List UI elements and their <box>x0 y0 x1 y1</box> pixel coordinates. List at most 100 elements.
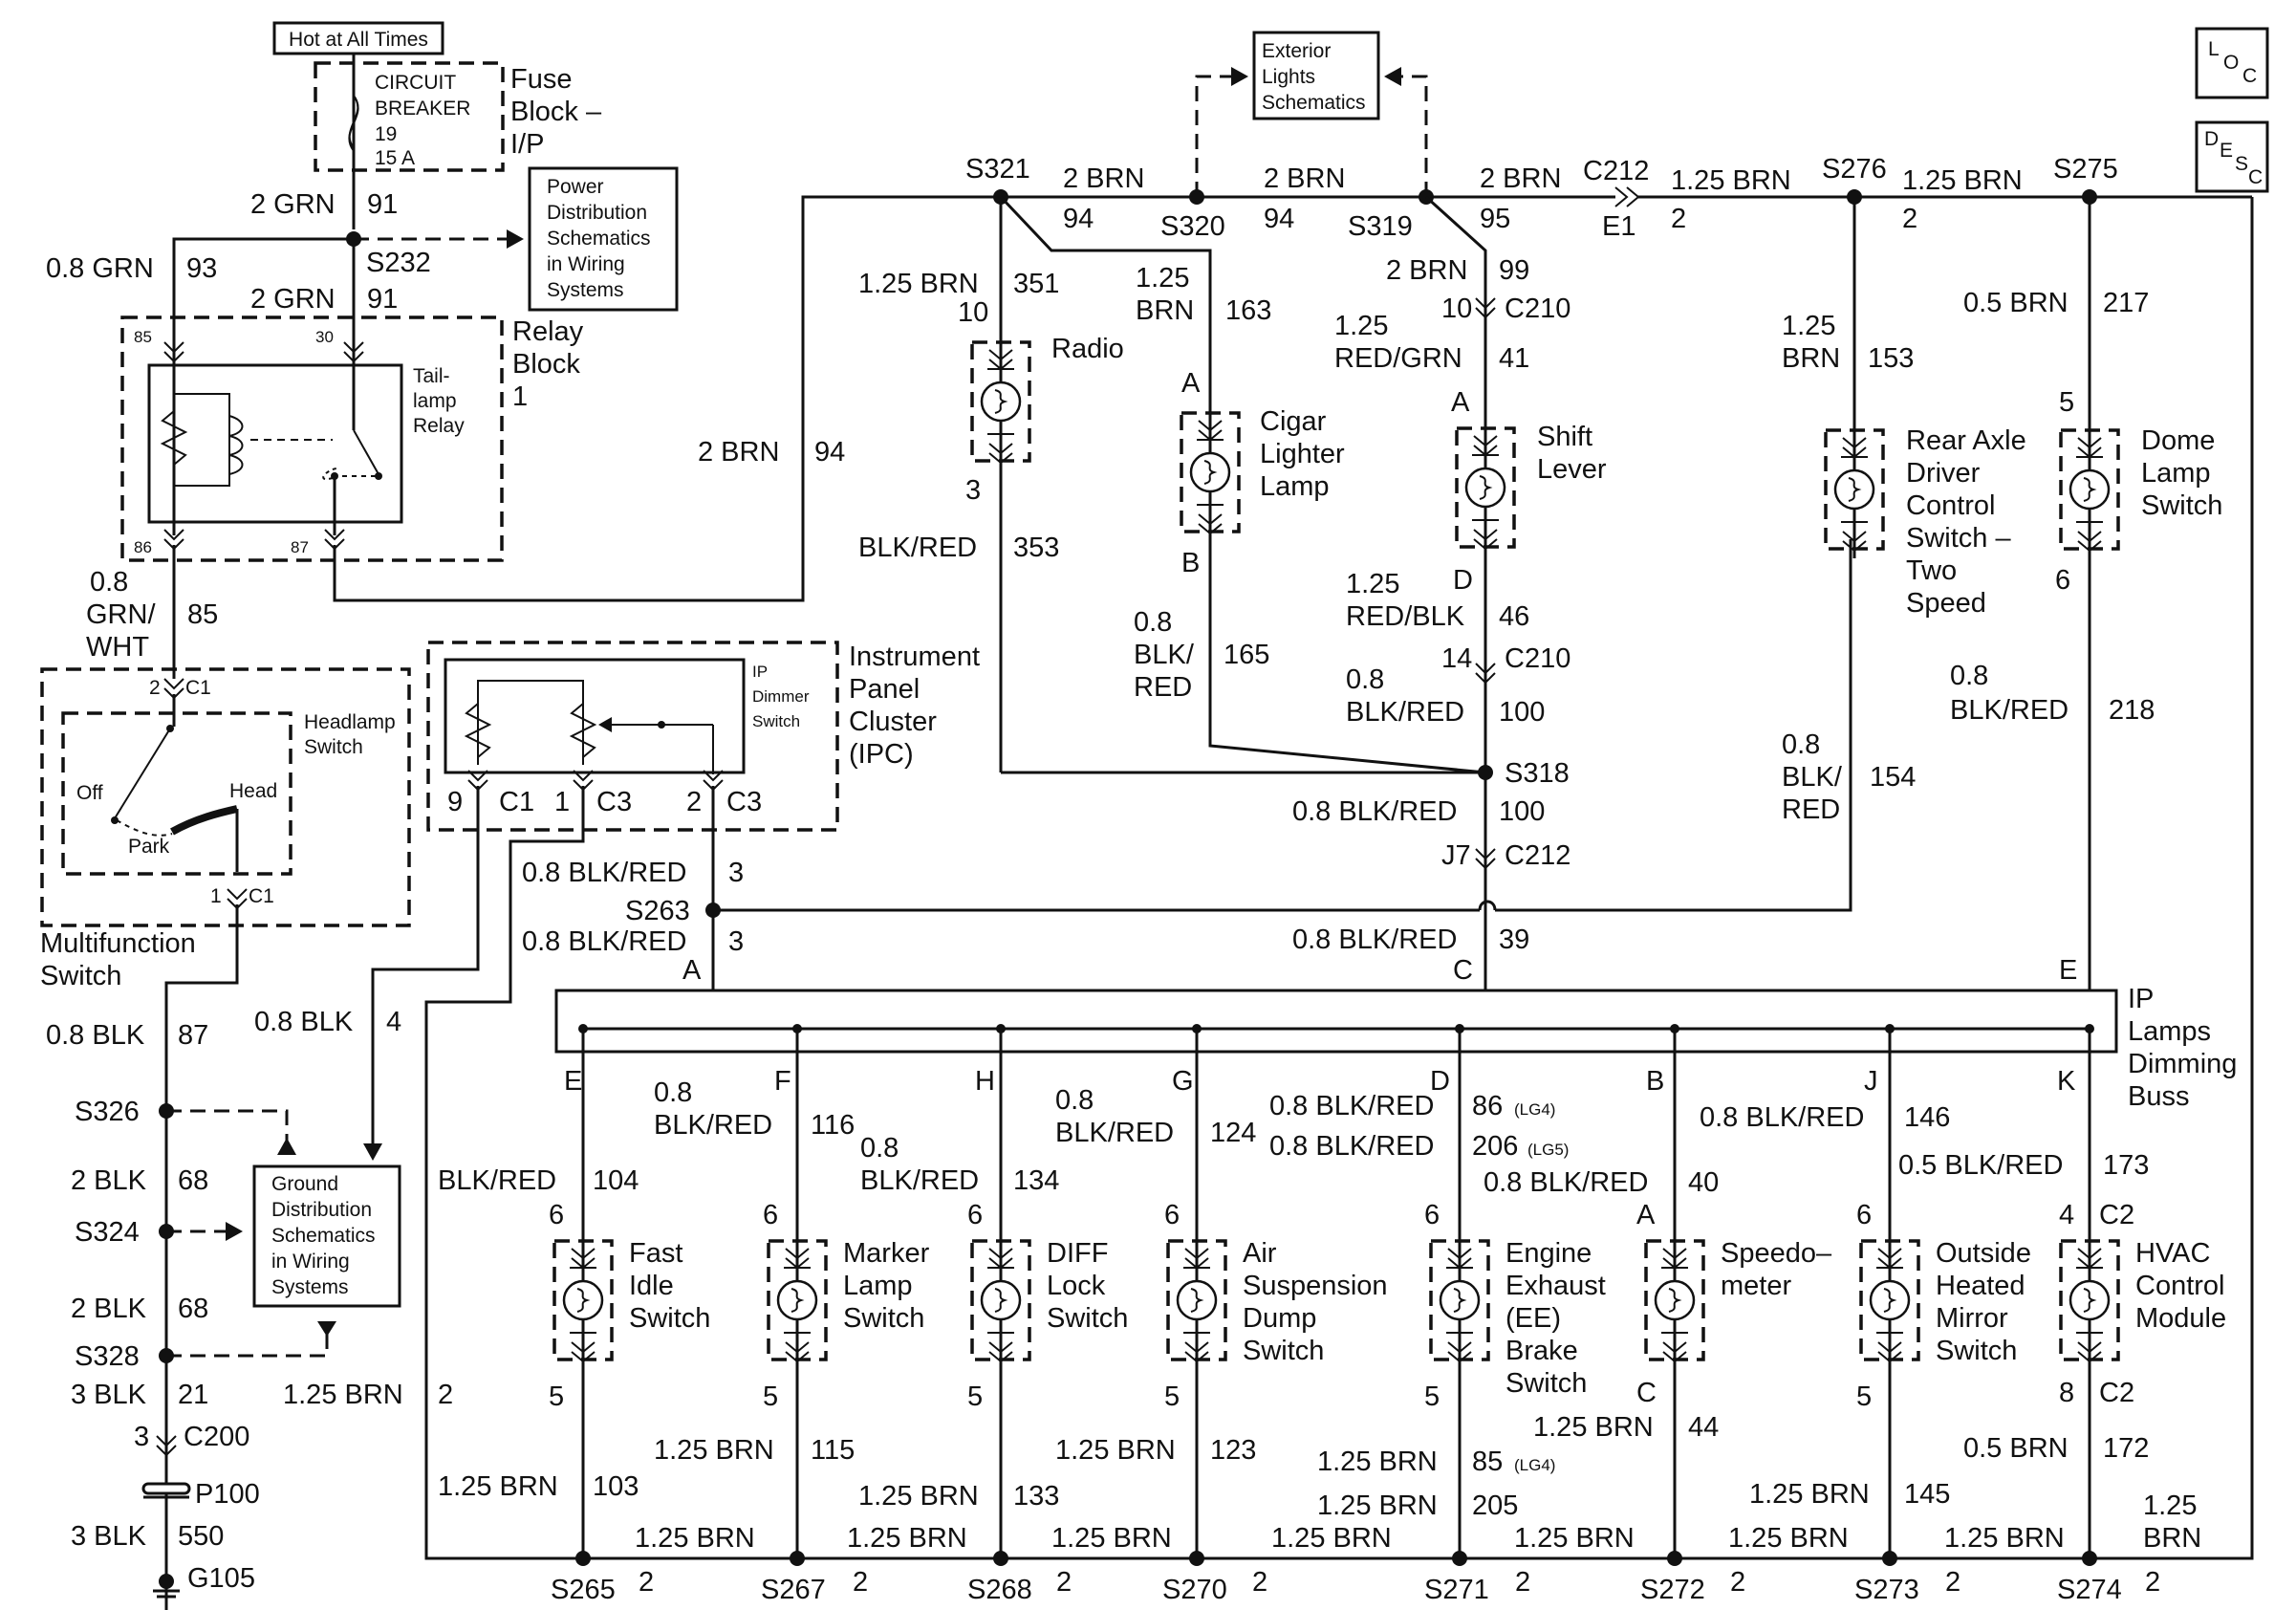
svg-text:2 BRN: 2 BRN <box>1480 163 1561 194</box>
svg-text:123: 123 <box>1210 1435 1256 1466</box>
svg-text:2 BRN: 2 BRN <box>698 437 779 468</box>
svg-text:124: 124 <box>1210 1118 1256 1148</box>
svg-text:94: 94 <box>1264 204 1294 234</box>
svg-text:S321: S321 <box>965 154 1030 185</box>
svg-text:C212: C212 <box>1505 840 1570 871</box>
svg-text:C: C <box>2248 166 2263 188</box>
headlamp-switch-box <box>61 711 292 876</box>
svg-text:Switch: Switch <box>752 712 800 730</box>
svg-text:Switch: Switch <box>40 961 121 991</box>
svg-text:Air: Air <box>1243 1238 1277 1269</box>
svg-text:DIFF: DIFF <box>1047 1238 1108 1269</box>
svg-text:J: J <box>1864 1066 1878 1097</box>
svg-text:in Wiring: in Wiring <box>547 253 625 275</box>
svg-text:2 GRN: 2 GRN <box>250 189 336 220</box>
svg-text:6: 6 <box>1424 1200 1440 1230</box>
svg-text:46: 46 <box>1499 601 1529 632</box>
shift-lever-lamp-icon <box>1455 417 1516 558</box>
svg-text:5: 5 <box>1164 1382 1180 1412</box>
svg-text:Switch: Switch <box>629 1303 710 1334</box>
svg-text:0.5 BRN: 0.5 BRN <box>1963 288 2069 318</box>
rear-axle-switch-lamp-icon <box>1824 419 1885 560</box>
svg-text:C2: C2 <box>2099 1378 2134 1408</box>
svg-text:C: C <box>1636 1378 1657 1408</box>
svg-text:1.25 BRN: 1.25 BRN <box>1533 1412 1654 1443</box>
svg-text:41: 41 <box>1499 343 1529 374</box>
svg-text:(LG4): (LG4) <box>1514 1100 1555 1119</box>
splice-s270 <box>1189 1551 1204 1566</box>
svg-text:19: 19 <box>375 123 397 145</box>
svg-text:(LG5): (LG5) <box>1527 1141 1569 1159</box>
svg-text:Switch: Switch <box>843 1303 924 1334</box>
svg-text:C210: C210 <box>1505 643 1570 674</box>
svg-text:Relay: Relay <box>413 415 465 437</box>
svg-text:172: 172 <box>2103 1433 2149 1464</box>
svg-text:2: 2 <box>2145 1567 2160 1598</box>
svg-text:A: A <box>682 955 702 986</box>
svg-text:RED: RED <box>1134 672 1192 703</box>
svg-text:1: 1 <box>554 787 570 817</box>
svg-text:68: 68 <box>178 1165 208 1196</box>
svg-text:86: 86 <box>134 538 152 556</box>
svg-text:A: A <box>1451 387 1470 418</box>
svg-text:Switch: Switch <box>1243 1336 1324 1366</box>
svg-text:O: O <box>2223 52 2239 74</box>
diff-lamp-icon <box>970 1229 1031 1371</box>
svg-text:Off: Off <box>76 782 103 804</box>
svg-text:(LG4): (LG4) <box>1514 1456 1555 1474</box>
svg-text:0.8: 0.8 <box>1782 729 1820 760</box>
svg-text:0.8 BLK: 0.8 BLK <box>46 1020 145 1051</box>
svg-text:S271: S271 <box>1424 1575 1489 1605</box>
svg-text:2: 2 <box>1515 1567 1530 1598</box>
svg-text:3 BLK: 3 BLK <box>71 1380 147 1410</box>
svg-text:133: 133 <box>1013 1481 1059 1512</box>
svg-text:1.25: 1.25 <box>1136 263 1189 294</box>
svg-text:Module: Module <box>2135 1303 2226 1334</box>
wire-94-main <box>333 195 1001 602</box>
svg-text:C3: C3 <box>596 787 632 817</box>
fast_idle-lamp-icon <box>552 1229 614 1371</box>
svg-text:Lamp: Lamp <box>2141 458 2211 489</box>
cigar-lighter-lamp-icon <box>1180 402 1241 543</box>
splice-s273 <box>1882 1551 1897 1566</box>
svg-text:S267: S267 <box>761 1575 826 1605</box>
svg-text:E: E <box>2220 140 2233 162</box>
svg-text:0.8 BLK: 0.8 BLK <box>254 1007 354 1037</box>
loc-icon[interactable] <box>2195 27 2269 99</box>
svg-text:Heated: Heated <box>1936 1271 2025 1301</box>
svg-text:(EE): (EE) <box>1505 1303 1561 1334</box>
svg-text:Schematics: Schematics <box>271 1225 376 1247</box>
svg-text:1.25: 1.25 <box>1334 311 1388 341</box>
svg-text:S263: S263 <box>625 896 690 926</box>
svg-text:S: S <box>2235 153 2248 175</box>
svg-text:Engine: Engine <box>1505 1238 1592 1269</box>
svg-text:2: 2 <box>1671 204 1686 234</box>
svg-text:3: 3 <box>728 926 744 957</box>
svg-text:BLK/RED: BLK/RED <box>1346 697 1464 728</box>
svg-text:14: 14 <box>1441 643 1472 674</box>
svg-text:0.8 BLK/RED: 0.8 BLK/RED <box>1269 1131 1434 1162</box>
svg-text:146: 146 <box>1904 1102 1950 1133</box>
svg-text:39: 39 <box>1499 925 1529 955</box>
svg-text:RED: RED <box>1782 794 1840 825</box>
svg-text:L: L <box>2208 38 2220 60</box>
splice-s271 <box>1452 1551 1467 1566</box>
ipc-box <box>426 641 839 832</box>
svg-text:BREAKER: BREAKER <box>375 98 470 120</box>
svg-text:C200: C200 <box>184 1422 249 1452</box>
svg-text:RED/GRN: RED/GRN <box>1334 343 1462 374</box>
svg-text:2: 2 <box>1056 1567 1072 1598</box>
exterior-lights-box <box>1252 31 1380 120</box>
svg-text:S268: S268 <box>967 1575 1032 1605</box>
radio-label: Radio <box>1051 334 1124 364</box>
svg-text:1.25 BRN: 1.25 BRN <box>1051 1523 1172 1554</box>
svg-text:0.5 BRN: 0.5 BRN <box>1963 1433 2069 1464</box>
svg-text:Rear Axle: Rear Axle <box>1906 425 2026 456</box>
svg-text:1.25: 1.25 <box>1782 311 1835 341</box>
desc-icon[interactable] <box>2195 120 2269 193</box>
svg-text:217: 217 <box>2103 288 2149 318</box>
svg-text:0.8: 0.8 <box>1134 607 1172 638</box>
svg-text:J7: J7 <box>1441 840 1471 871</box>
